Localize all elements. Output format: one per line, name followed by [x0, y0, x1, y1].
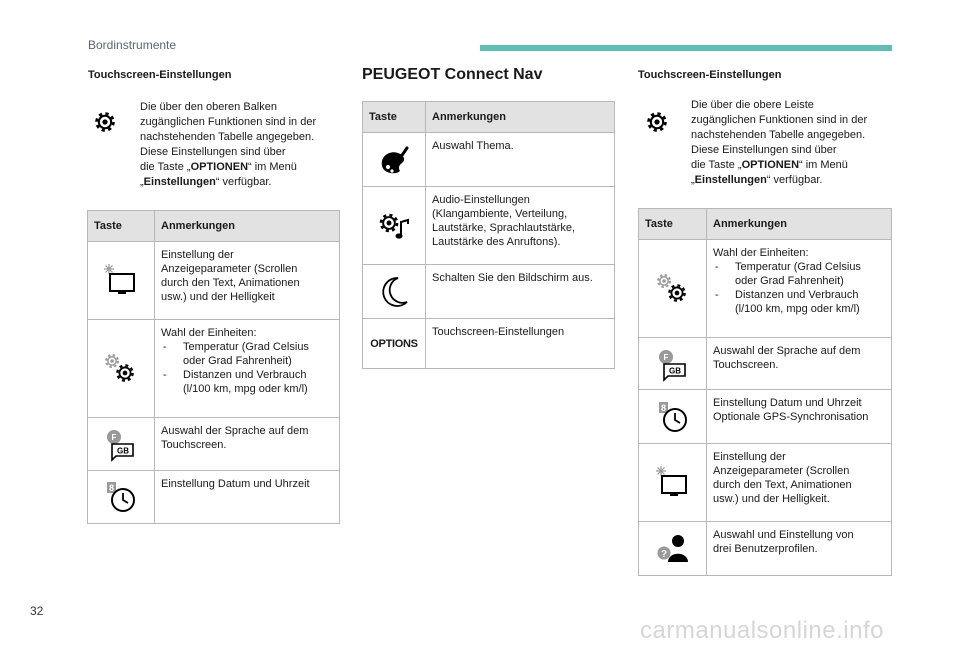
header-notes: Anmerkungen [706, 208, 892, 240]
header-key: Taste [638, 208, 707, 240]
right-settings-table: Taste Anmerkungen Wahl der Einheiten: Te… [638, 208, 892, 576]
display-brightness-icon[interactable] [87, 241, 155, 320]
row-notes: Auswahl Thema. [425, 132, 615, 187]
svg-text:GB: GB [669, 366, 681, 375]
svg-text:8: 8 [109, 483, 114, 493]
left-section-title: Touchscreen-Einstellungen [88, 69, 232, 81]
row-notes: Einstellung Datum und Uhrzeit [154, 470, 340, 524]
svg-text:GB: GB [117, 447, 129, 456]
table-header-row: Taste Anmerkungen [638, 208, 892, 240]
options-key[interactable]: OPTIONS [362, 318, 426, 369]
table-row: OPTIONS Touchscreen-Einstellungen [362, 318, 615, 369]
svg-text:F: F [112, 433, 117, 442]
row-notes: Wahl der Einheiten: Temperatur (Grad Cel… [154, 319, 340, 418]
svg-text:?: ? [660, 549, 666, 560]
row-notes: Touchscreen-Einstellungen [425, 318, 615, 369]
right-section-title: Touchscreen-Einstellungen [638, 69, 782, 81]
table-header-row: Taste Anmerkungen [87, 210, 340, 242]
table-row: Wahl der Einheiten: Temperatur (Grad Cel… [87, 319, 340, 418]
gear-icon [640, 105, 674, 139]
screen-off-moon-icon[interactable] [362, 264, 426, 319]
user-profile-icon[interactable]: ? [638, 521, 707, 576]
middle-section-title: PEUGEOT Connect Nav [362, 66, 543, 83]
table-header-row: Taste Anmerkungen [362, 101, 615, 133]
header-notes: Anmerkungen [425, 101, 615, 133]
table-row: Wahl der Einheiten: Temperatur (Grad Cel… [638, 239, 892, 338]
row-notes: Schalten Sie den Bildschirm aus. [425, 264, 615, 319]
gear-icon [88, 105, 122, 139]
header-notes: Anmerkungen [154, 210, 340, 242]
table-row: Auswahl Thema. [362, 132, 615, 187]
table-row: Audio-Einstellungen(Klangambiente, Verte… [362, 186, 615, 265]
audio-gear-note-icon[interactable] [362, 186, 426, 265]
section-name: Bordinstrumente [88, 38, 177, 52]
date-time-clock-icon[interactable]: 8 [638, 389, 707, 444]
palette-icon[interactable] [362, 132, 426, 187]
units-gears-icon[interactable] [87, 319, 155, 418]
middle-settings-table: Taste Anmerkungen Auswahl Thema. Audio-E… [362, 101, 615, 369]
language-fgb-icon[interactable]: F GB [87, 417, 155, 471]
svg-text:F: F [663, 353, 668, 362]
table-row: 8 Einstellung Datum und Uhrzeit [87, 470, 340, 524]
header-key: Taste [87, 210, 155, 242]
page-number: 32 [30, 604, 44, 618]
left-intro-text: Die über den oberen Balken zugänglichen … [140, 101, 317, 188]
header-accent-bar [480, 45, 892, 51]
table-row: Schalten Sie den Bildschirm aus. [362, 264, 615, 319]
row-notes: Wahl der Einheiten: Temperatur (Grad Cel… [706, 239, 892, 338]
header-key: Taste [362, 101, 426, 133]
display-brightness-icon[interactable] [638, 443, 707, 522]
date-time-clock-icon[interactable]: 8 [87, 470, 155, 524]
svg-text:8: 8 [660, 403, 665, 413]
language-fgb-icon[interactable]: F GB [638, 337, 707, 390]
right-intro-text: Die über die obere Leiste zugänglichen F… [691, 99, 868, 186]
units-gears-icon[interactable] [638, 239, 707, 338]
row-notes: Audio-Einstellungen(Klangambiente, Verte… [425, 186, 615, 265]
watermark: carmanualsonline.info [640, 617, 884, 644]
